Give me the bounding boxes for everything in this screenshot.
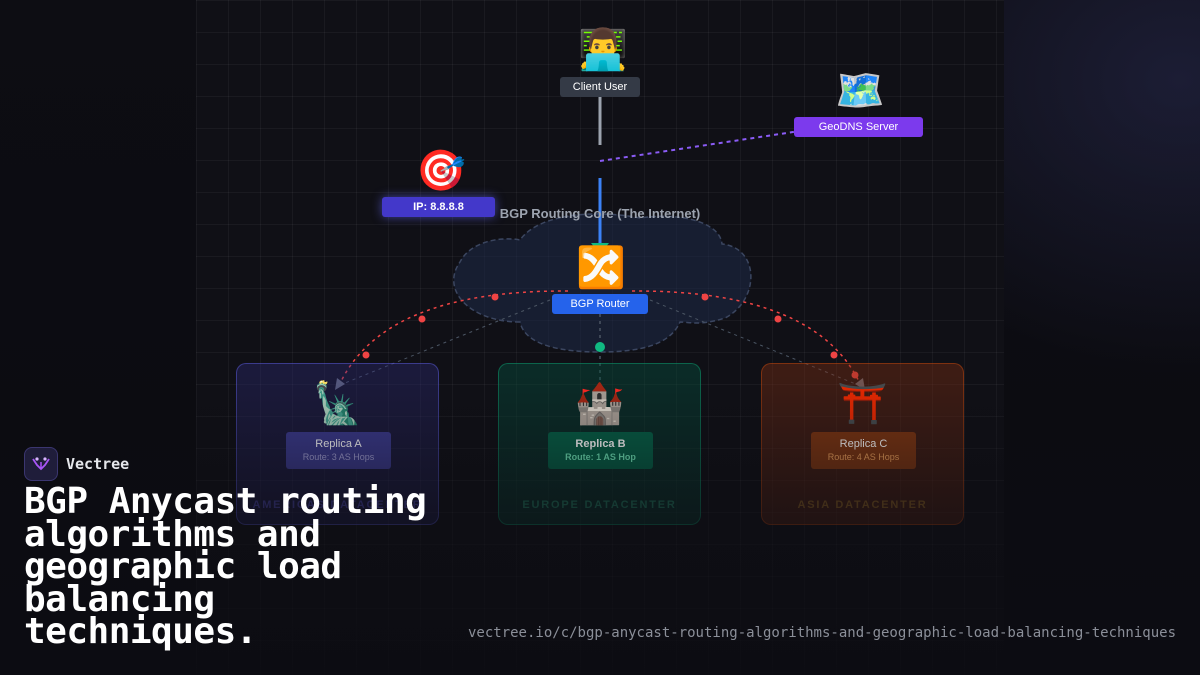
- replica-route: Route: 1 AS Hop: [565, 452, 636, 462]
- datacenter-europe: 🏰 Replica B Route: 1 AS Hop EUROPE DATAC…: [498, 363, 701, 525]
- page-title: BGP Anycast routing algorithms and geogr…: [24, 481, 427, 652]
- americas-link: [339, 299, 551, 386]
- bgp-router-label: BGP Router: [552, 294, 648, 314]
- target-icon: 🎯: [416, 148, 466, 194]
- route-node: [418, 315, 426, 323]
- route-node: [774, 315, 782, 323]
- replica-c-box: Replica C Route: 4 AS Hops: [811, 432, 916, 469]
- geodns-link: [599, 130, 801, 162]
- replica-name: Replica B: [575, 438, 626, 450]
- route-node: [491, 293, 499, 301]
- vectree-logo-icon: [24, 447, 58, 481]
- replica-route: Route: 3 AS Hops: [302, 452, 375, 462]
- replica-name: Replica A: [315, 438, 362, 450]
- source-url[interactable]: vectree.io/c/bgp-anycast-routing-algorit…: [467, 625, 1176, 641]
- arrow-head: [591, 243, 609, 254]
- technologist-icon: 👨‍💻: [578, 27, 628, 73]
- datacenter-asia: ⛩️ Replica C Route: 4 AS Hops ASIA DATAC…: [761, 363, 964, 525]
- client-user-label: Client User: [560, 77, 640, 97]
- statue-of-liberty-icon: 🗽: [312, 381, 363, 427]
- torii-icon: ⛩️: [837, 381, 888, 427]
- world-map-icon: 🗺️: [835, 68, 885, 114]
- brand-name: Vectree: [66, 455, 130, 473]
- route-node: [362, 351, 370, 359]
- anycast-ip-label: IP: 8.8.8.8: [382, 197, 495, 217]
- replica-name: Replica C: [839, 438, 888, 450]
- brand[interactable]: Vectree: [24, 447, 129, 481]
- datacenter-region-label: EUROPE DATACENTER: [522, 499, 677, 511]
- bgp-core-label: BGP Routing Core (The Internet): [499, 206, 701, 221]
- route-node: [701, 293, 709, 301]
- asia-route-arc: [631, 290, 863, 389]
- geodns-server-label: GeoDNS Server: [794, 117, 923, 137]
- replica-a-box: Replica A Route: 3 AS Hops: [286, 432, 391, 469]
- asia-link: [649, 299, 859, 386]
- europe-link-node: [595, 342, 605, 352]
- replica-b-box: Replica B Route: 1 AS Hop: [548, 432, 653, 469]
- americas-route-arc: [337, 290, 569, 389]
- replica-route: Route: 4 AS Hops: [827, 452, 900, 462]
- datacenter-region-label: ASIA DATACENTER: [797, 499, 928, 511]
- castle-icon: 🏰: [574, 381, 625, 427]
- internet-cloud: [453, 213, 752, 353]
- shuffle-icon: 🔀: [576, 245, 626, 291]
- route-node: [830, 351, 838, 359]
